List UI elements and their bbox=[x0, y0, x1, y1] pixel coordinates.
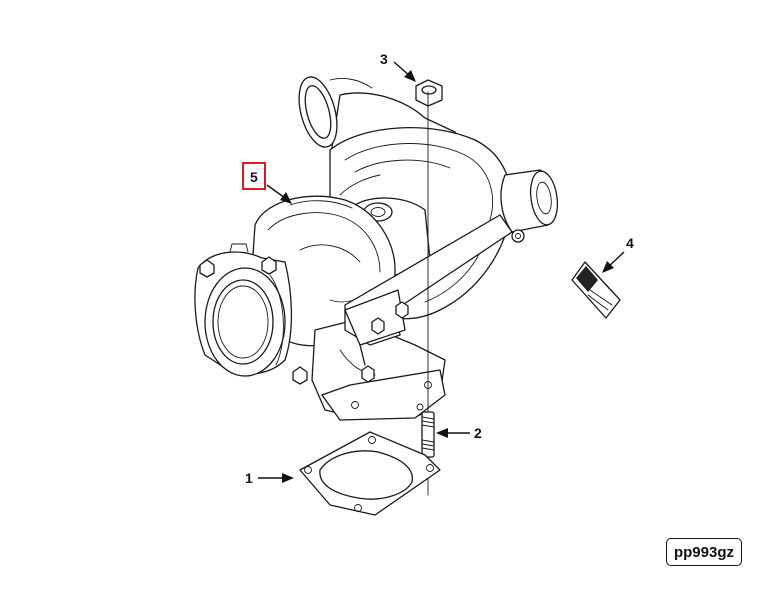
callout-1-label: 1 bbox=[245, 470, 253, 486]
wastegate-bracket bbox=[344, 214, 513, 383]
callout-2: 2 bbox=[436, 425, 482, 441]
callout-4: 4 bbox=[602, 235, 634, 273]
turbine-outlet-base bbox=[311, 319, 446, 421]
item-stud bbox=[421, 411, 435, 458]
callout-5-label: 5 bbox=[250, 169, 258, 185]
item-gasket bbox=[299, 431, 441, 516]
callout-4-label: 4 bbox=[626, 235, 634, 251]
callout-2-label: 2 bbox=[474, 425, 482, 441]
callout-1: 1 bbox=[245, 470, 294, 486]
item-data-plate bbox=[571, 261, 621, 319]
callout-3: 3 bbox=[380, 51, 416, 82]
turbine-inlet-flange bbox=[194, 243, 333, 385]
reference-code-box: pp993gz bbox=[666, 538, 742, 566]
wastegate-actuator bbox=[500, 169, 559, 243]
callout-5: 5 bbox=[242, 162, 292, 204]
callout-3-label: 3 bbox=[380, 51, 388, 67]
callout-5-highlight-box bbox=[242, 162, 266, 190]
item-nut bbox=[415, 79, 443, 107]
reference-code-text: pp993gz bbox=[673, 543, 734, 561]
